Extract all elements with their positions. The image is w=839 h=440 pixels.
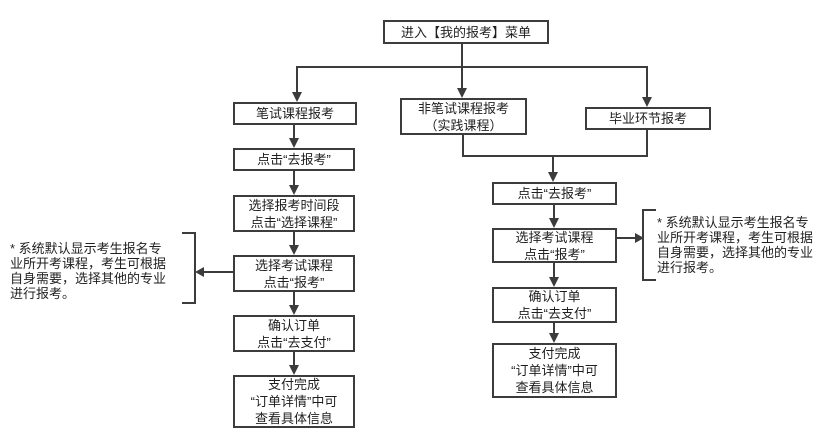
arrow-down-icon [549,277,559,287]
flow-node-merged-step-2: 选择考试课程 点击“报考” [492,228,617,263]
arrow-down-icon [642,97,652,107]
arrow-down-icon [289,245,299,255]
connector-line [553,323,555,334]
bracket-line [182,302,196,304]
connector-line [553,263,555,278]
arrow-down-icon [292,92,302,102]
bracket-line [194,233,196,304]
connector-line [617,237,635,239]
bracket-line [642,279,656,281]
connector-line [461,43,463,67]
connector-line [204,271,233,273]
connector-line [552,155,554,173]
arrow-down-icon [549,218,559,228]
arrow-down-icon [549,333,559,343]
flow-node-written-step-3: 选择考试课程 点击“报考” [233,255,355,292]
flow-node-start: 进入【我的报考】菜单 [383,20,549,44]
flow-node-branch-non-written: 非笔试课程报考 （实践课程） [400,98,527,135]
flow-node-merged-step-4: 支付完成 “订单详情”中可 查看具体信息 [492,343,617,398]
connector-line [293,125,295,139]
connector-line [646,66,648,98]
bracket-line [182,232,196,234]
connector-line [293,171,295,186]
connector-line [296,66,298,93]
connector-line [462,155,648,157]
flow-node-merged-step-3: 确认订单 点击“去支付” [492,287,617,323]
arrow-down-icon [289,185,299,195]
flow-node-written-step-1: 点击“去报考” [233,148,355,171]
connector-line [293,232,295,246]
connector-line [293,352,295,366]
bracket-line [642,210,644,281]
note-right: * 系统默认显示考生报名专 业所开考课程，考生可根据 自身需要，选择其他的专业 … [657,215,814,275]
arrow-down-icon [457,88,467,98]
flow-node-written-step-5: 支付完成 “订单详情”中可 查看具体信息 [233,375,355,428]
connector-line [296,66,648,68]
note-left: * 系统默认显示考生报名专 业所开考课程，考生可根据 自身需要，选择其他的专业 … [10,241,167,301]
arrow-left-icon [195,267,204,277]
arrow-down-icon [548,172,558,182]
flow-node-branch-graduation: 毕业环节报考 [585,107,711,130]
bracket-line [642,209,656,211]
connector-line [646,130,648,157]
flow-node-written-step-2: 选择报考时间段 点击“选择课程” [233,195,355,232]
arrow-down-icon [289,305,299,315]
arrow-down-icon [289,138,299,148]
connector-line [293,292,295,306]
connector-line [461,66,463,89]
connector-line [553,205,555,219]
arrow-right-icon [635,233,644,243]
flow-node-branch-written: 笔试课程报考 [233,102,357,125]
flow-node-written-step-4: 确认订单 点击“去支付” [233,315,355,352]
connector-line [462,135,464,157]
flow-node-merged-step-1: 点击“去报考” [492,182,617,205]
arrow-down-icon [289,365,299,375]
